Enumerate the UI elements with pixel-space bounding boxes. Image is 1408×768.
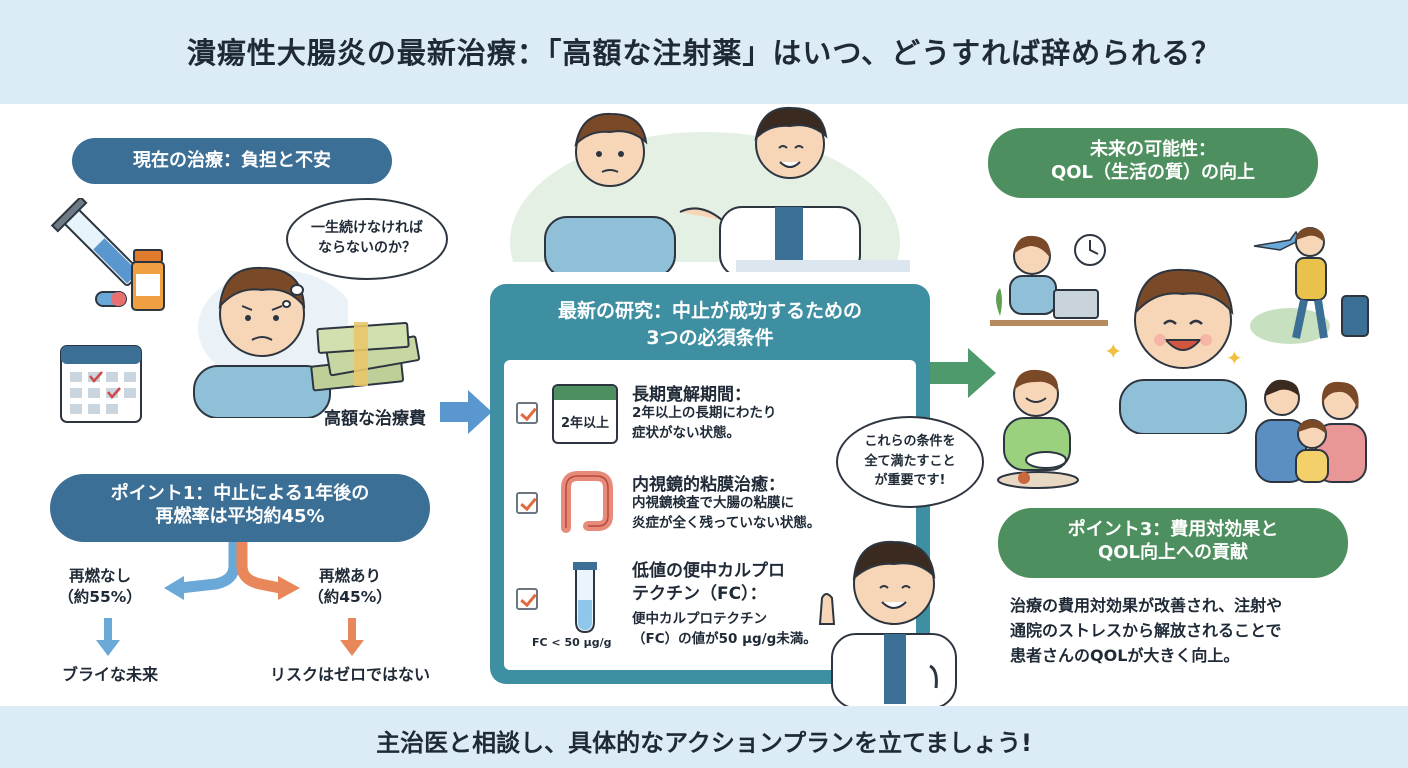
condition-3-desc: 便中カルプロテクチン （FC）の値が50 μg/g未満。 xyxy=(632,610,817,649)
thought-line-1: 一生続けなければ xyxy=(311,220,423,236)
relapse-label: 再燃あり （約45%） xyxy=(290,566,410,608)
point1-title: ポイント1：中止による1年後の 再燃率は平均約45% xyxy=(50,474,430,542)
sparkle-icon-left: ✦ xyxy=(1104,340,1123,365)
worried-patient-illustration xyxy=(193,266,348,418)
point1-line-1: ポイント1：中止による1年後の xyxy=(110,483,370,504)
condition-2-desc-line-1: 内視鏡検査で大腸の粘膜に xyxy=(632,495,794,511)
pill-bottle-icon xyxy=(131,249,165,311)
relapse-pct: （約45%） xyxy=(308,587,392,606)
no-relapse-label: 再燃なし （約55%） xyxy=(40,566,160,608)
fc-threshold-label: FC < 50 μg/g xyxy=(532,636,612,649)
test-tube-icon xyxy=(573,562,597,634)
research-panel: 最新の研究：中止が成功するための 3つの必須条件 xyxy=(490,284,930,684)
doctor-illustration xyxy=(818,540,957,706)
suitcase-icon xyxy=(1341,295,1369,337)
calendar-2yr-header xyxy=(554,386,616,400)
down-arrow-blue xyxy=(96,618,120,656)
future-title-line-2: QOL（生活の質）の向上 xyxy=(1050,162,1256,184)
condition-3-title: 低値の便中カルプロ テクチン（FC）： xyxy=(632,560,785,606)
money-stack-icon xyxy=(310,321,421,392)
thought-dot-small xyxy=(282,300,291,308)
research-title-line-1: 最新の研究：中止が成功するための xyxy=(557,300,862,322)
qol-summary-line-2: 通院のストレスから解放されることで xyxy=(1010,620,1282,640)
condition-1-title: 長期寛解期間： xyxy=(632,385,751,405)
checkbox-condition-3 xyxy=(516,588,538,610)
family-illustration xyxy=(1255,379,1367,483)
research-panel-title: 最新の研究：中止が成功するための 3つの必須条件 xyxy=(490,298,930,351)
calendar-2yr-icon: 2年以上 xyxy=(552,384,618,444)
arrow-to-future xyxy=(930,348,996,398)
condition-2-title: 内視鏡的粘膜治癒： xyxy=(632,475,785,495)
travel-illustration xyxy=(1250,227,1369,344)
risk-not-zero-label: リスクはゼロではない xyxy=(269,665,430,684)
eating-illustration xyxy=(997,369,1079,489)
condition-3-desc-line-2: （FC）の値が50 μg/g未満。 xyxy=(632,630,817,647)
condition-1-desc-line-1: 2年以上の長期にわたり xyxy=(632,405,777,421)
cost-label: 高額な治療費 xyxy=(324,409,426,429)
condition-3-desc-line-1: 便中カルプロテクチン xyxy=(632,611,767,627)
doctor-speech-line-2: 全て満たすこと xyxy=(864,453,956,469)
condition-1-desc: 2年以上の長期にわたり 症状がない状態。 xyxy=(632,404,776,443)
no-relapse-text: 再燃なし xyxy=(68,567,131,585)
point1-line-2: 再燃率は平均約45% xyxy=(155,506,325,528)
condition-3-title-line-2: テクチン（FC）： xyxy=(632,583,767,604)
calendar-icon xyxy=(60,345,142,423)
qol-summary-text: 治療の費用対効果が改善され、注射や 通院のストレスから解放されることで 患者さん… xyxy=(1010,594,1390,668)
calendar-2yr-label: 2年以上 xyxy=(560,416,610,431)
footer-banner: 主治医と相談し、具体的なアクションプランを立てましょう! xyxy=(0,706,1408,768)
airplane-icon xyxy=(1253,230,1302,251)
doctor-speech-line-3: が重要です! xyxy=(874,473,946,488)
future-possibility-title: 未来の可能性： QOL（生活の質）の向上 xyxy=(988,128,1318,198)
thought-dot-large xyxy=(290,284,304,296)
worry-thought-bubble: 一生続けなければ ならないのか？ xyxy=(286,198,448,280)
page-title: 潰瘍性大腸炎の最新治療：「高額な注射薬」はいつ、どうすれば辞められる？ xyxy=(186,36,1222,70)
colon-icon xyxy=(561,471,613,533)
qol-summary-line-1: 治療の費用対効果が改善され、注射や xyxy=(1010,596,1283,615)
down-arrow-orange xyxy=(340,618,364,656)
condition-2-desc: 内視鏡検査で大腸の粘膜に 炎症が全く残っていない状態。 xyxy=(632,494,820,533)
no-relapse-pct: （約55%） xyxy=(58,587,142,606)
relapse-text: 再燃あり xyxy=(318,567,381,585)
arrow-to-center xyxy=(440,390,492,434)
condition-1-desc-line-2: 症状がない状態。 xyxy=(632,424,740,441)
laptop-icon xyxy=(1053,289,1099,319)
current-treatment-title: 現在の治療：負担と不安 xyxy=(72,138,392,184)
checkbox-condition-1 xyxy=(516,402,538,424)
sparkle-icon-right: ✦ xyxy=(1226,346,1243,370)
remote-work-illustration xyxy=(990,234,1108,326)
rice-bowl-icon xyxy=(1025,451,1067,469)
arrow-right-head xyxy=(278,576,300,600)
point3-title: ポイント3：費用対効果と QOL向上への貢献 xyxy=(998,508,1348,578)
doctor-speech-bubble: これらの条件を 全て満たすこと が重要です! xyxy=(836,416,984,508)
qol-summary-line-3: 患者さんのQOLが大きく向上。 xyxy=(1010,645,1240,665)
arrow-left-head xyxy=(164,576,184,600)
happy-patient-illustration xyxy=(1119,268,1247,434)
branch-arrows xyxy=(164,542,300,600)
condition-2-desc-line-2: 炎症が全く残っていない状態。 xyxy=(632,514,821,531)
point3-line-1: ポイント3：費用対効果と xyxy=(1067,519,1279,540)
checkbox-condition-2 xyxy=(516,492,538,514)
consultation-illustration xyxy=(500,106,910,272)
capsule-icon xyxy=(95,291,127,307)
condition-3-title-line-1: 低値の便中カルプロ xyxy=(632,561,785,581)
doctor-speech-line-1: これらの条件を xyxy=(864,434,956,449)
research-title-line-2: 3つの必須条件 xyxy=(646,326,774,349)
header-banner: 潰瘍性大腸炎の最新治療：「高額な注射薬」はいつ、どうすれば辞められる？ xyxy=(0,0,1408,104)
footer-call-to-action: 主治医と相談し、具体的なアクションプランを立てましょう! xyxy=(376,729,1032,757)
future-title-line-1: 未来の可能性： xyxy=(1090,139,1216,160)
thought-line-2: ならないのか？ xyxy=(318,240,416,257)
point3-line-2: QOL向上への貢献 xyxy=(1097,542,1249,564)
bright-future-label: ブライな未来 xyxy=(61,665,158,684)
